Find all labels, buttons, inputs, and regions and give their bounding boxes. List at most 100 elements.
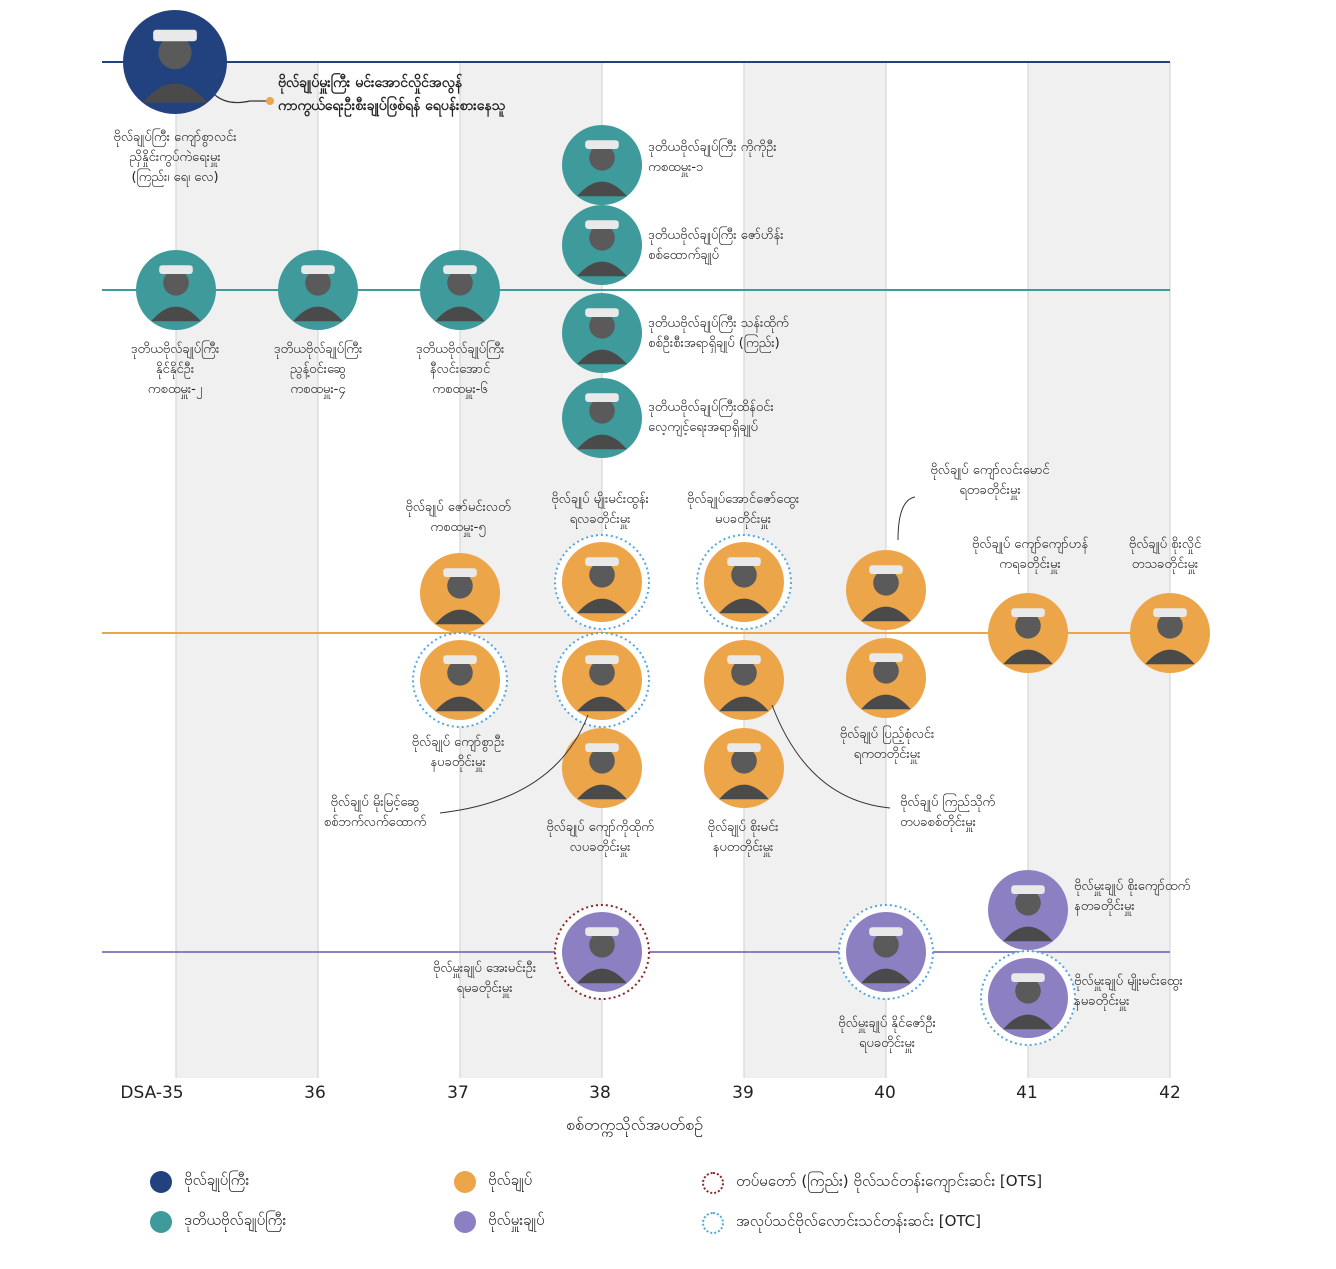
legend-label: ဗိုလ်ချုပ်ကြီး (184, 1171, 250, 1189)
axis-title: စစ်တက္ကသိုလ်အပတ်စဉ် (566, 1115, 703, 1134)
legend-item-otc: အလုပ်သင်ဗိုလ်လောင်းသင်တန်းဆင်း [OTC] (702, 1212, 981, 1234)
cap-icon (869, 565, 903, 574)
person-label-aye-min-oo: ဗိုလ်မှူးချုပ် အေးမင်းဦးရမခတိုင်းမှူး (432, 961, 537, 996)
legend-item-ots: တပ်မတော် (ကြည်း) ဗိုလ်သင်တန်းကျောင်းဆင်း… (702, 1172, 1042, 1194)
avatar-head-icon (589, 398, 615, 424)
cap-icon (153, 29, 197, 42)
legend-item-brigadier-general: ဗိုလ်မှူးချုပ် (454, 1211, 545, 1233)
person-label-nyo-saw: ဒုတိယဗိုလ်ချုပ်ကြီးနိုင်နိုင်ဦးကစထမှူး-၂ (130, 342, 220, 397)
avatar-body-icon (861, 694, 911, 710)
cap-icon (727, 655, 761, 664)
cap-icon (443, 655, 477, 664)
legend-item-major-general: ဗိုလ်ချုပ် (454, 1171, 532, 1193)
avatar-body-icon (142, 83, 208, 103)
avatar-body-icon (435, 696, 485, 712)
avatar-body-icon (861, 968, 911, 984)
avatar-head-icon (589, 145, 615, 171)
cap-icon (869, 927, 903, 936)
avatar-head-icon (447, 660, 473, 686)
person-label-zaw-hein: ဒုတိယဗိုလ်ချုပ်ကြီး ဇော်ဟိန်းစစ်ထောက်ချု… (648, 228, 784, 263)
person-label-myo-min-htun: ဗိုလ်ချုပ် မျိုးမင်းထွန်းရလခတိုင်းမှူး (551, 492, 649, 527)
avatar-head-icon (589, 225, 615, 251)
cap-icon (869, 653, 903, 662)
callout-line-1: ဗိုလ်ချုပ်မှူးကြီး မင်းအောင်လှိုင်အလွန် (278, 75, 463, 91)
legend-swatch-navy (150, 1171, 172, 1193)
avatar-body-icon (719, 784, 769, 800)
avatar-body-icon (577, 261, 627, 277)
person-label-kyaw-kyaw-han: ဗိုလ်ချုပ် ကျော်ကျော်ဟန်ကရခတိုင်းမှူး (971, 537, 1089, 572)
avatar-head-icon (1015, 978, 1041, 1004)
cap-icon (585, 557, 619, 566)
callout-line-2: ကာကွယ်ရေးဦးစီးချုပ်ဖြစ်ရန် ရေပန်းစားနေသူ (278, 98, 506, 114)
cap-icon (585, 927, 619, 936)
axis-tick: 37 (447, 1083, 469, 1103)
callout-dot (266, 97, 274, 105)
avatar-body-icon (293, 306, 343, 322)
avatar-body-icon (577, 784, 627, 800)
legend-label: ဗိုလ်ချုပ် (488, 1171, 533, 1189)
avatar-body-icon (1003, 649, 1053, 665)
leader-line-kyi-thike (771, 704, 891, 809)
legend-item-lieutenant-general: ဒုတိယဗိုလ်ချုပ်ကြီး (150, 1211, 286, 1233)
avatar-head-icon (731, 660, 757, 686)
avatar-head-icon (731, 562, 757, 588)
axis-tick: DSA-35 (120, 1083, 184, 1103)
avatar-head-icon (1015, 613, 1041, 639)
person-label-soe-hlaing: ဗိုလ်ချုပ် စိုးလှိုင်တသခတိုင်းမှူး (1128, 537, 1202, 572)
avatar-head-icon (731, 748, 757, 774)
avatar-body-icon (1003, 926, 1053, 942)
cap-icon (585, 393, 619, 402)
person-label-moe-myint-swe: ဗိုလ်ချုပ် မိုးမြင့်ဆွေစစ်ဘက်လက်ထောက် (323, 795, 427, 830)
cap-icon (301, 265, 335, 274)
cap-icon (1153, 608, 1187, 617)
cap-icon (1011, 885, 1045, 894)
avatar-body-icon (1145, 649, 1195, 665)
legend-swatch-purple (454, 1211, 476, 1233)
legend-label: ဗိုလ်မှူးချုပ် (488, 1211, 545, 1229)
avatar-head-icon (589, 932, 615, 958)
avatar-body-icon (1003, 1014, 1053, 1030)
cap-icon (159, 265, 193, 274)
axis-tick: 39 (732, 1083, 754, 1103)
person-label-kyi-thike: ဗိုလ်ချုပ် ကြည်သိုက်တပခစစ်တိုင်းမှူး (900, 795, 996, 830)
axis-tick: 38 (589, 1083, 611, 1103)
avatar-body-icon (719, 598, 769, 614)
avatar-body-icon (577, 598, 627, 614)
avatar-head-icon (589, 660, 615, 686)
avatar-head-icon (163, 270, 189, 296)
avatar-head-icon (1015, 890, 1041, 916)
legend-label: အလုပ်သင်ဗိုလ်လောင်းသင်တန်းဆင်း [OTC] (736, 1212, 982, 1230)
avatar-head-icon (589, 313, 615, 339)
legend-item-general: ဗိုလ်ချုပ်ကြီး (150, 1171, 249, 1193)
legend-swatch-orange (454, 1171, 476, 1193)
avatar-head-icon (873, 570, 899, 596)
person-label-kyaw-swar-oo: ဗိုလ်ချုပ် ကျော်စွာဦးနပခတိုင်းမှူး (411, 735, 505, 770)
person-label-kyaw-lin-maung: ဗိုလ်ချုပ် ကျော်လင်းမောင်ရတခတိုင်းမှူး (930, 463, 1050, 498)
avatar-body-icon (861, 606, 911, 622)
avatar-body-icon (577, 349, 627, 365)
leader-line-kyaw-lin-maung (897, 496, 916, 541)
cap-icon (585, 655, 619, 664)
avatar-head-icon (589, 562, 615, 588)
axis-tick: 40 (874, 1083, 896, 1103)
avatar-body-icon (577, 968, 627, 984)
avatar-body-icon (151, 306, 201, 322)
avatar-body-icon (577, 434, 627, 450)
person-label-ko-ko-oo: ဒုတိယဗိုလ်ချုပ်ကြီး ကိုကိုဦးကစထမှူး-၁ (648, 140, 777, 175)
axis-tick: 41 (1016, 1083, 1038, 1103)
avatar-body-icon (719, 696, 769, 712)
avatar-head-icon (873, 932, 899, 958)
legend-swatch-teal (150, 1211, 172, 1233)
legend-label: ဒုတိယဗိုလ်ချုပ်ကြီး (184, 1211, 287, 1229)
person-label-kyaw-ko-htike: ဗိုလ်ချုပ် ကျော်ကိုထိုက်လပခတိုင်းမှူး (546, 820, 654, 855)
avatar-head-icon (305, 270, 331, 296)
person-label-htein-win: ဒုတိယဗိုလ်ချုပ်ကြီးထိန်ဝင်းလေ့ကျင့်ရေးအရ… (648, 400, 774, 435)
person-label-naing-zaw-oo: ဗိုလ်မှူးချုပ် နိုင်ဇော်ဦးရပခတိုင်းမှူး (838, 1016, 936, 1051)
cap-icon (1011, 608, 1045, 617)
person-label-nay-lin-aung: ဒုတိယဗိုလ်ချုပ်ကြီးနီလင်းအောင်ကစထမှူး-၆ (415, 342, 505, 397)
cap-icon (585, 308, 619, 317)
avatar-head-icon (158, 36, 192, 70)
avatar-head-icon (873, 658, 899, 684)
legend-swatch-otc-ring (702, 1212, 724, 1234)
cap-icon (443, 568, 477, 577)
